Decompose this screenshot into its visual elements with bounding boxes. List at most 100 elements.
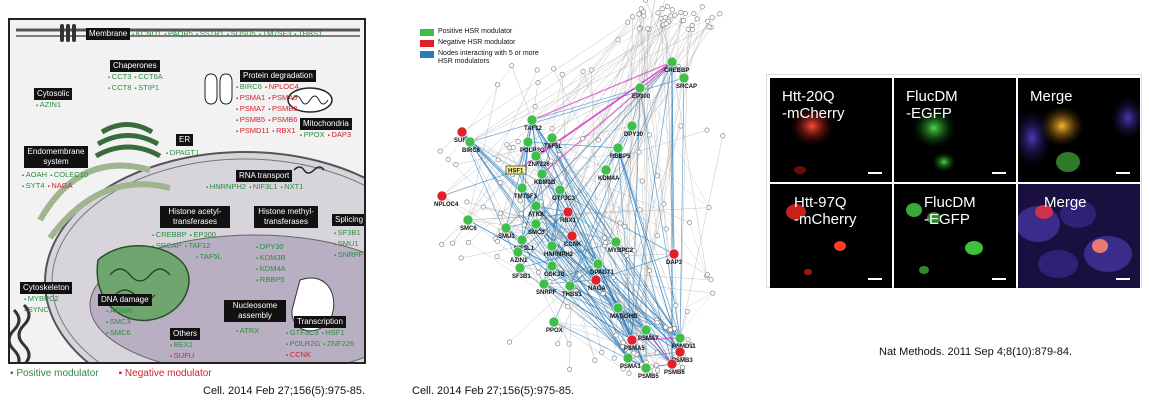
network-edge — [469, 13, 695, 143]
background-node — [672, 354, 678, 360]
gene-susd5: SUSD5 — [227, 29, 256, 40]
network-edge — [657, 12, 673, 63]
node-nif3l1 — [516, 234, 528, 246]
network-edge — [689, 222, 707, 276]
background-node — [699, 4, 705, 10]
network-edge — [595, 279, 713, 294]
background-node — [600, 291, 606, 297]
background-node — [720, 133, 726, 139]
background-node — [685, 336, 691, 342]
network-edge — [535, 223, 599, 265]
gene-paqr5: PAQR5 — [164, 29, 193, 40]
network-edge — [631, 87, 641, 341]
gene-dap3: DAP3 — [328, 130, 351, 141]
network-edge — [645, 28, 648, 369]
node-sufu — [456, 126, 468, 138]
chaperones-label: Chaperones — [110, 60, 160, 72]
chaperones-genes: CCT3 CCT6A CCT8 STIP1 — [108, 72, 163, 94]
background-node — [603, 240, 609, 246]
background-node — [549, 126, 555, 132]
background-node — [507, 339, 513, 345]
gene-atrx: ATRX — [236, 326, 259, 337]
background-node — [669, 7, 675, 13]
protein-degradation-genes: BIRC6NPLOC4 PSMA1PSMA5 PSMA7PSMB3 PSMB5P… — [236, 82, 299, 137]
network-edge — [541, 173, 647, 331]
tile-htt97q-label: Htt-97Q -mCherry — [794, 194, 857, 228]
network-edge — [679, 77, 685, 339]
background-node — [620, 366, 626, 372]
gene-syt4: SYT4 — [22, 181, 45, 192]
network-edge — [617, 147, 633, 341]
gene-dpy30: DPY30 — [256, 242, 284, 253]
gene-sufu: SUFU — [170, 351, 194, 362]
network-edge — [617, 147, 681, 353]
network-edge — [505, 141, 529, 229]
node-label-taf5l: TAF5L — [544, 144, 563, 150]
background-node — [688, 342, 694, 348]
nucleosome-assembly-genes: ATRX — [236, 326, 259, 337]
background-node — [654, 173, 660, 179]
network-edge — [519, 241, 617, 269]
background-node — [495, 157, 501, 163]
network-edge — [562, 15, 671, 75]
network-edge — [531, 61, 673, 121]
node-hnrnph2 — [546, 240, 558, 252]
background-node — [592, 357, 598, 363]
network-edge — [467, 147, 514, 221]
background-node — [653, 362, 659, 368]
citation-right: Nat Methods. 2011 Sep 4;8(10):879-84. — [879, 346, 1073, 358]
background-node — [668, 13, 674, 19]
background-node — [536, 214, 542, 220]
node-label-sf3b1: SF3B1 — [512, 274, 531, 280]
background-node — [631, 248, 637, 254]
gene-rbbp5: RBBP5 — [256, 275, 285, 286]
background-node — [634, 344, 640, 350]
node-label-psmb5: PSMB5 — [638, 374, 659, 380]
background-node — [678, 9, 684, 15]
tile-merge-2: Merge — [1018, 184, 1140, 288]
network-edge — [569, 285, 681, 339]
tile-flucdm-1-label: FlucDM -EGFP — [906, 88, 958, 122]
network-edge — [509, 173, 543, 235]
tile-htt97q-mcherry-image — [786, 204, 846, 275]
background-node — [705, 18, 711, 24]
network-edge — [569, 263, 599, 287]
gene-naga: NAGA — [48, 181, 72, 192]
gene-birc6: BIRC6 — [236, 82, 262, 93]
network-edge — [531, 119, 681, 339]
background-node — [710, 290, 716, 296]
network-edge — [671, 6, 703, 63]
histone-acetyltransferases-label: Histone acetyl- transferases — [160, 206, 230, 228]
background-node — [663, 226, 669, 232]
background-node — [673, 302, 679, 308]
background-node — [601, 235, 607, 241]
network-edge — [569, 125, 633, 287]
background-node — [654, 320, 660, 326]
cytosolic-genes: AZIN1 — [36, 100, 61, 111]
others-label: Others — [170, 328, 201, 340]
cell-diagram-footer: ▪ Positive modulator ▪ Negative modulato… — [10, 368, 212, 379]
network-edge — [509, 285, 571, 343]
background-node — [509, 63, 515, 69]
network-edge — [469, 26, 710, 143]
background-node — [639, 178, 645, 184]
node-label-gtf3c3: GTF3C3 — [552, 196, 576, 202]
node-label-tm7sf3: TM7SF3 — [514, 194, 538, 200]
node-label-smc3: SMC3 — [528, 230, 545, 236]
node-label-naga: NAGA — [588, 286, 606, 292]
background-node — [617, 220, 623, 226]
histone-acetyltransferases-genes: CREBBPEP300 SRCAPTAF12 TAF5L — [152, 230, 222, 263]
node-tm7sf3 — [516, 182, 528, 194]
background-node — [625, 19, 631, 25]
gene-colec10: COLEC10 — [50, 170, 88, 181]
background-node — [534, 67, 540, 73]
network-edge — [541, 61, 673, 175]
node-ppox — [548, 316, 560, 328]
node-thbs1 — [564, 280, 576, 292]
rna-transport-genes: HNRNPH2 NIF3L1 NXT1 — [206, 182, 304, 193]
gene-azin1: AZIN1 — [36, 100, 61, 111]
node-snrpf — [538, 278, 550, 290]
nucleosome-assembly-label: Nucleosome assembly — [224, 300, 286, 322]
background-node — [495, 238, 501, 244]
network-edge — [467, 207, 710, 221]
